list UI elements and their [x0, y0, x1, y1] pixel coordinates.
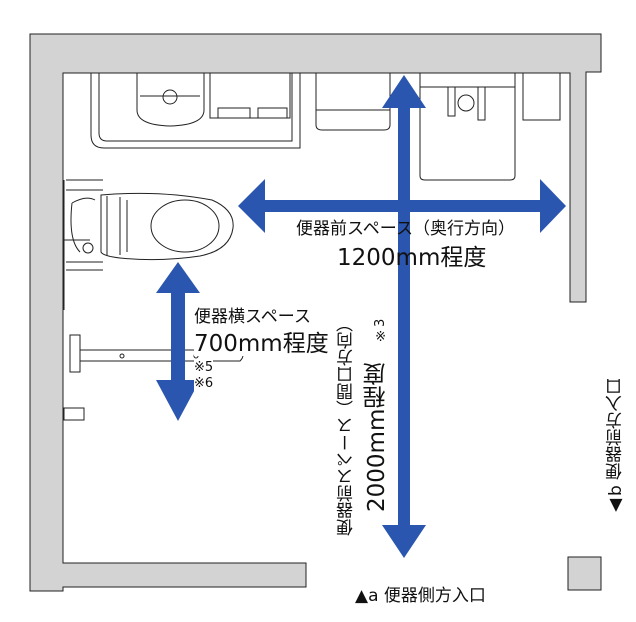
entrance-a-label: ▲a 便器側方入口	[355, 586, 486, 606]
side-space-note-5: ※5	[194, 360, 214, 376]
walls	[29, 33, 602, 592]
rear-handrail-icon	[90, 73, 301, 149]
dimension-arrows	[156, 75, 566, 558]
front-width-value: 2000mm程度	[364, 362, 390, 512]
wall-post	[567, 556, 602, 591]
side-space-value: 700mm程度	[194, 331, 329, 357]
entrance-b-label: ▲b 便器前方入口	[606, 377, 626, 516]
toilet-icon	[100, 192, 234, 261]
wall-outline	[29, 33, 602, 592]
front-width-note-3: ※3	[373, 318, 388, 342]
side-space-note-6: ※6	[194, 376, 214, 392]
sink-icon	[419, 73, 516, 181]
arrow-side-space	[156, 262, 200, 421]
paper-holder-icon	[522, 72, 561, 121]
arrow-front-width	[382, 75, 426, 558]
side-space-label: 便器横スペース	[194, 307, 311, 327]
front-depth-label: 便器前スペース（奥行方向）	[296, 219, 515, 239]
cabinet-icon	[315, 73, 391, 131]
front-width-label: 便器前スペース（間口方向）	[337, 315, 357, 536]
call-button-icon	[63, 407, 85, 421]
side-handrail-icon	[63, 179, 103, 310]
fixtures	[63, 72, 561, 421]
tank-icon	[136, 73, 205, 127]
front-depth-value: 1200mm程度	[337, 245, 487, 271]
